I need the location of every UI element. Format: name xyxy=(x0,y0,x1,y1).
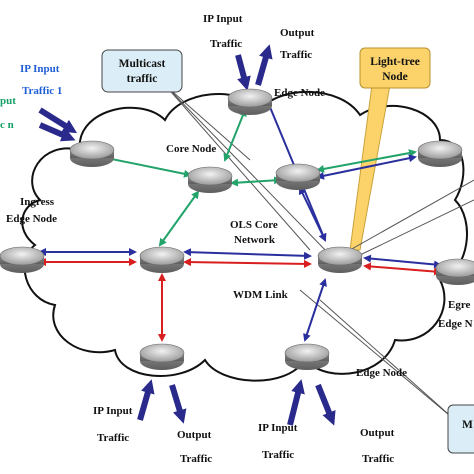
ip-input-bl-label: IP Input xyxy=(93,405,133,417)
input-arrow-top xyxy=(235,54,251,91)
input-arrow-n xyxy=(38,122,76,142)
router-ingress xyxy=(0,246,45,273)
wdm-link-label: WDM Link xyxy=(233,289,289,301)
egress-label-1: Egre xyxy=(448,299,471,311)
edge-node-top-label: Edge Node xyxy=(274,87,325,99)
multicast-label-1: Multicast xyxy=(119,58,166,70)
edge-node-bottom-label: Edge Node xyxy=(356,367,407,379)
output-traffic-bl-label: Traffic xyxy=(180,453,212,465)
multicast-label-2: traffic xyxy=(127,73,158,85)
ip-input-top-label: IP Input xyxy=(203,13,243,25)
router-edge-top xyxy=(227,88,273,115)
lighttree-callout: Light-tree Node xyxy=(359,47,431,89)
lighttree-label-2: Node xyxy=(382,71,408,83)
output-top-label: Output xyxy=(280,27,315,39)
multicast-callout: Multicast traffic xyxy=(101,49,183,93)
router-egress xyxy=(435,258,474,285)
traffic-1-label: Traffic 1 xyxy=(22,85,62,97)
router-input-left xyxy=(69,140,115,167)
output-br-label: Output xyxy=(360,427,395,439)
output-arrow-top xyxy=(255,44,273,86)
partial-callout-br: M xyxy=(447,404,474,454)
ip-input-1-label: IP Input xyxy=(20,63,60,75)
router-light-tree xyxy=(317,246,363,273)
traffic-bm-label: Traffic xyxy=(262,449,294,461)
output-traffic-br-label: Traffic xyxy=(362,453,394,465)
partial-callout-label: M xyxy=(462,419,473,431)
traffic-top-label: Traffic xyxy=(210,38,242,50)
router-left-center xyxy=(139,246,185,273)
ingress-label-1: Ingress xyxy=(20,196,55,208)
egress-label-2: Edge N xyxy=(438,318,473,330)
output-traffic-top-label: Traffic xyxy=(280,49,312,61)
ingress-label-2: Edge Node xyxy=(6,213,57,225)
ip-input-bm-label: IP Input xyxy=(258,422,298,434)
output-bl-label: Output xyxy=(177,429,212,441)
router-center-right xyxy=(275,163,321,190)
core-node-label: Core Node xyxy=(166,143,216,155)
red-links xyxy=(38,258,442,342)
lighttree-label-1: Light-tree xyxy=(370,56,420,68)
ols-label-2: Network xyxy=(234,234,276,246)
ols-label-1: OLS Core xyxy=(230,219,278,231)
input-arrow-bm xyxy=(287,379,305,426)
router-edge-bottom-left xyxy=(139,343,185,370)
output-arrow-br xyxy=(315,383,336,426)
router-top-right xyxy=(417,140,463,167)
input-arrow-bl xyxy=(137,379,155,421)
labels: IP Input Traffic Output Traffic Edge Nod… xyxy=(0,13,473,465)
input-arrow-1 xyxy=(38,107,78,134)
traffic-arrows xyxy=(38,44,336,426)
traffic-n-label: c n xyxy=(0,119,14,131)
router-edge-bottom-right xyxy=(284,343,330,370)
input-partial-label: put xyxy=(0,95,16,107)
traffic-bl-label: Traffic xyxy=(97,432,129,444)
output-arrow-bl xyxy=(169,384,187,424)
router-core xyxy=(187,166,233,193)
